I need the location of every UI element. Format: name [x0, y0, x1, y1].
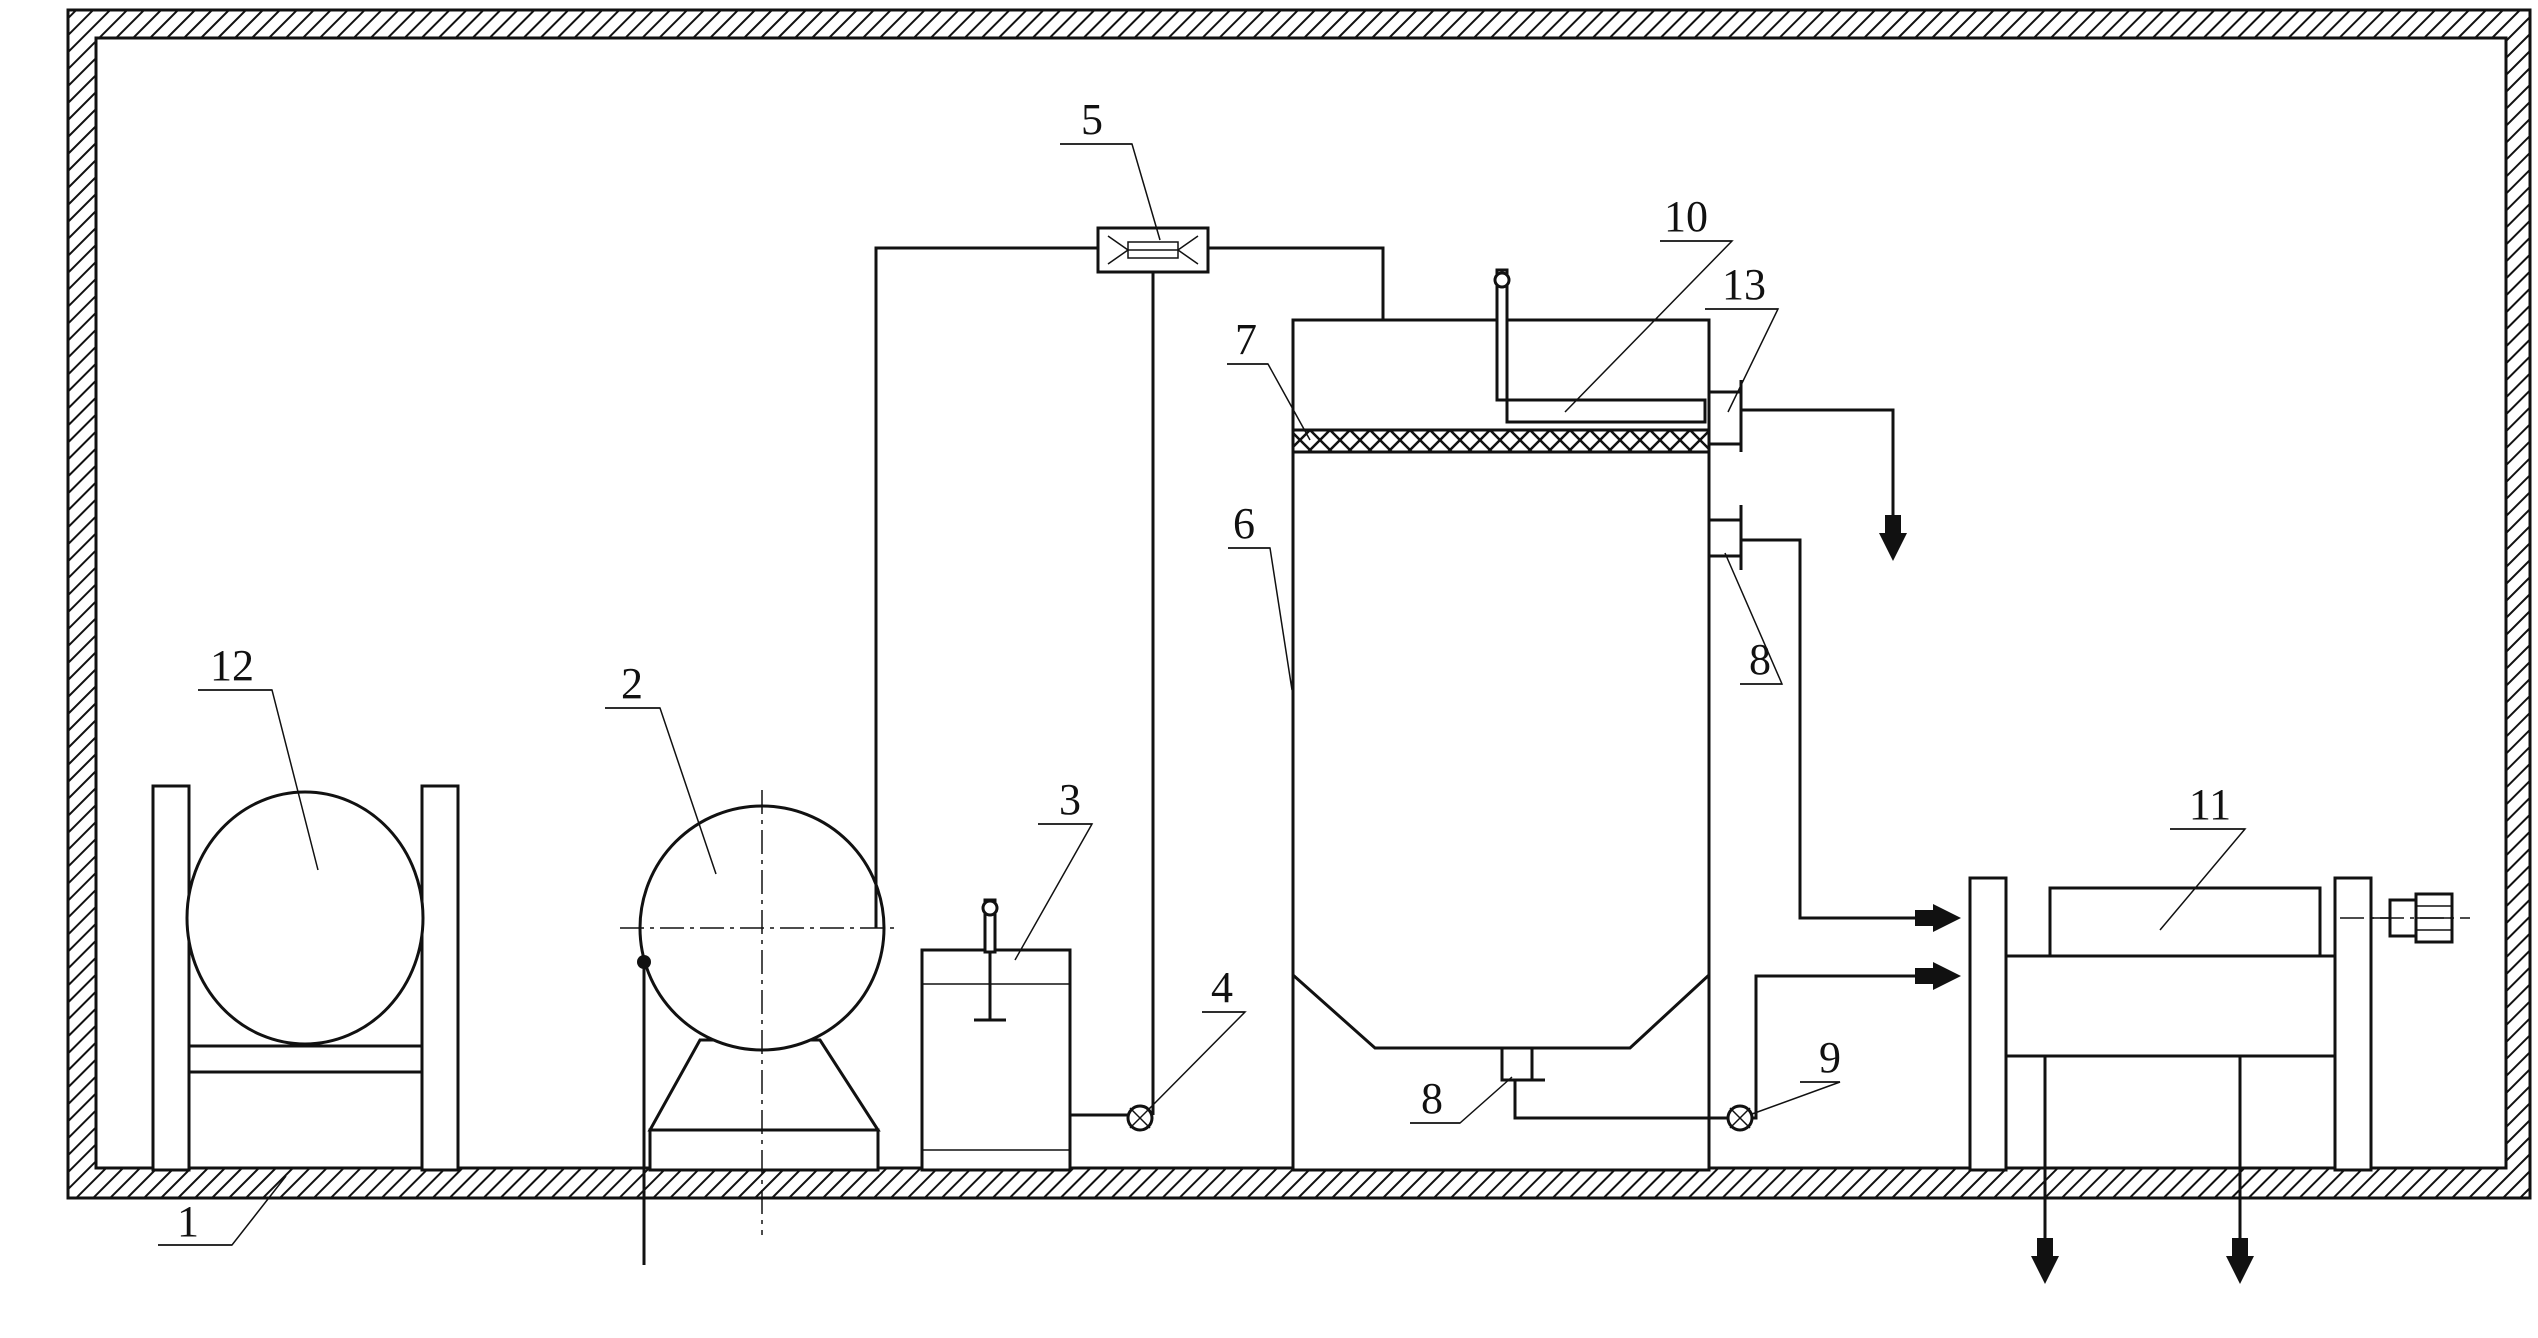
label-8-lower: 8 [1421, 1074, 1443, 1123]
label-7: 7 [1235, 315, 1257, 364]
label-8-upper: 8 [1749, 635, 1771, 684]
label-13: 13 [1722, 260, 1766, 309]
label-5: 5 [1081, 95, 1103, 144]
label-1: 1 [177, 1197, 199, 1246]
label-3: 3 [1059, 775, 1081, 824]
overflow-outlet-13 [1707, 380, 1895, 520]
filtrate-arrow-left [2031, 1238, 2059, 1284]
valve-4 [1126, 1104, 1154, 1132]
label-10: 10 [1664, 192, 1708, 241]
label-11: 11 [2189, 780, 2231, 829]
outlet-8-upper [1707, 505, 1915, 920]
valve-9 [1726, 974, 1915, 1132]
filtrate-arrow-right [2226, 1238, 2254, 1284]
mixer-5 [1096, 226, 1210, 274]
label-underlines [158, 143, 2245, 1246]
enclosure-frame [66, 8, 2532, 1200]
filter-press-11 [1968, 876, 2470, 1240]
part-labels: 1 12 2 3 4 5 6 7 10 13 8 8 9 11 [177, 95, 2231, 1246]
label-6: 6 [1233, 499, 1255, 548]
storage-drum-12 [151, 784, 460, 1172]
label-12: 12 [210, 641, 254, 690]
flotation-tank-6 [1291, 318, 1730, 1172]
overflow-arrow [1879, 515, 1907, 561]
pump-2 [620, 790, 900, 1265]
label-4: 4 [1211, 963, 1233, 1012]
pipe-network-left [874, 246, 1385, 1117]
label-2: 2 [621, 659, 643, 708]
scraper-10 [1493, 268, 1707, 424]
feed-arrow-upper [1915, 904, 1961, 932]
leader-lines [158, 143, 2247, 1246]
label-9: 9 [1819, 1033, 1841, 1082]
dosing-tank-3 [920, 898, 1072, 1172]
feed-arrow-lower [1915, 962, 1961, 990]
